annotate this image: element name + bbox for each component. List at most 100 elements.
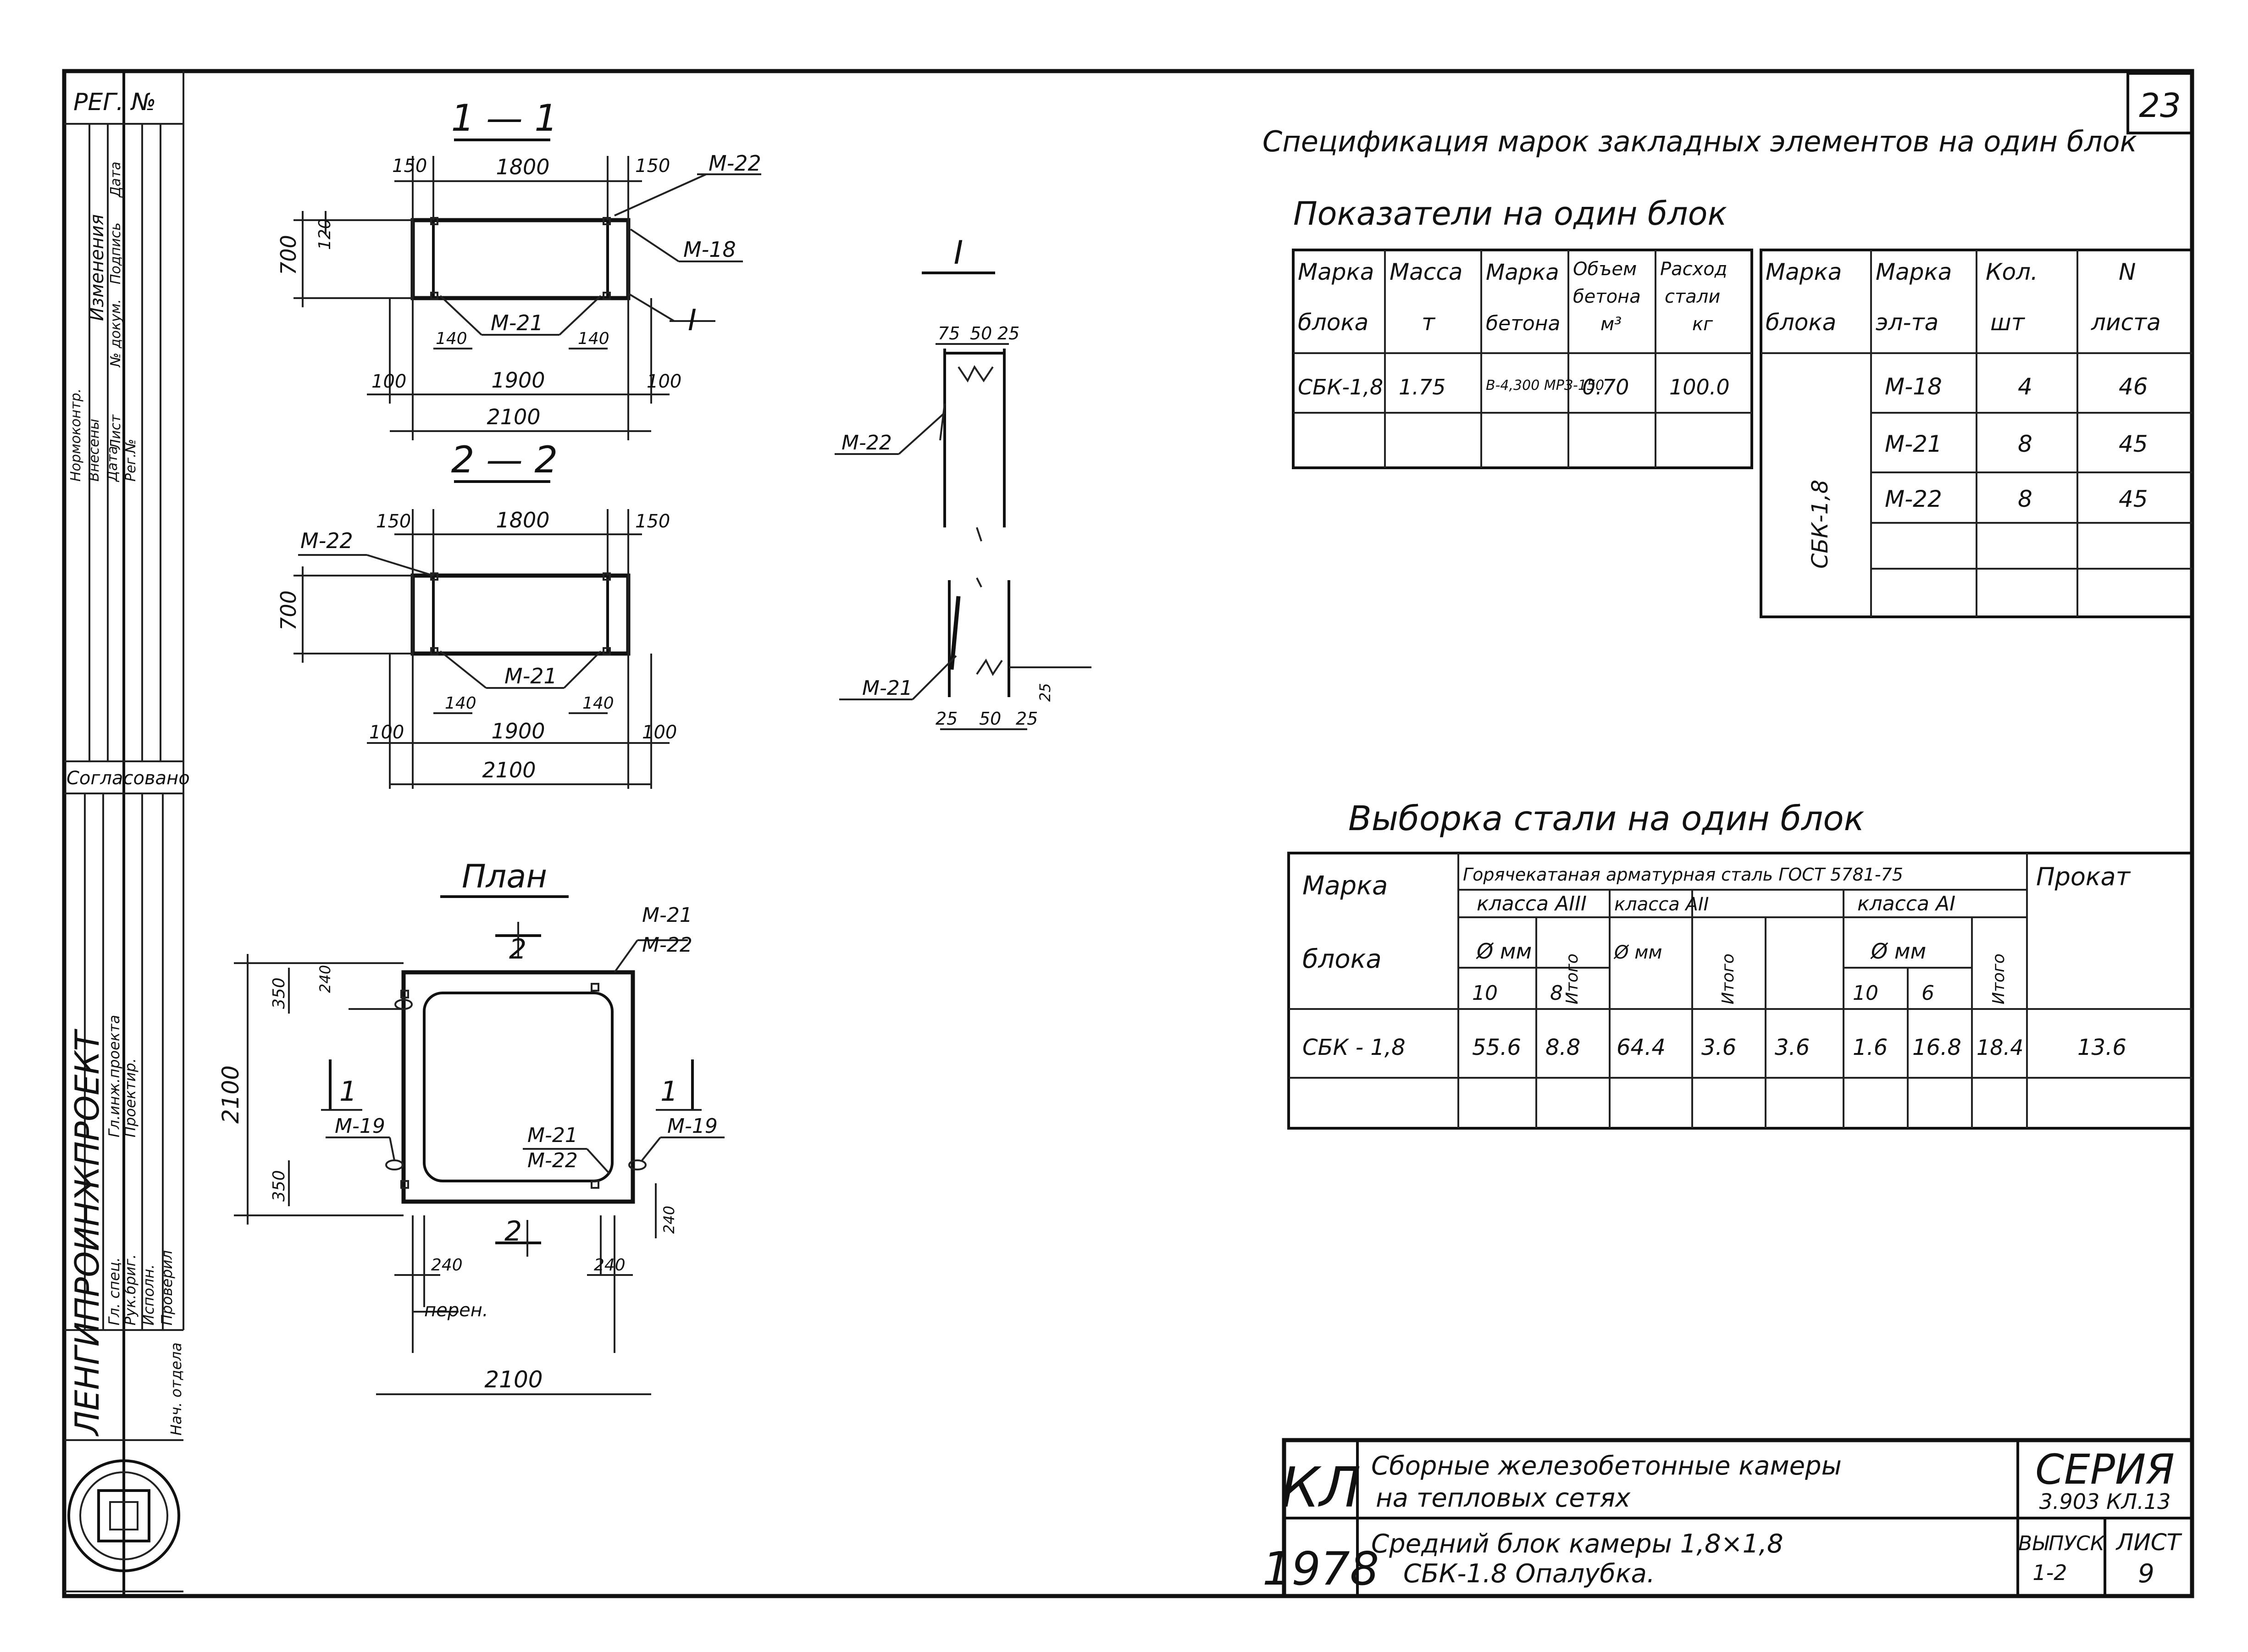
spec-head-2a: Марка <box>1876 259 1952 285</box>
plan-label-m19-right: М-19 <box>667 1114 718 1138</box>
ind-head-3a: Марка <box>1486 260 1559 285</box>
title-year: 1978 <box>1262 1542 1379 1596</box>
steel-head-class3: класса АIII <box>1477 892 1587 915</box>
s11-dim-top-offset: 120 <box>316 218 334 250</box>
sheet-label: ЛИСТ <box>2115 1529 2182 1556</box>
node-dim-side: 25 <box>1036 683 1054 702</box>
left-strip: РЕГ. № Изменения Лист № докум. Подпись Д… <box>64 71 190 1596</box>
plan-dim-top-left: 350 <box>270 977 288 1009</box>
ind-cell-volume: 0.70 <box>1582 375 1629 399</box>
signature-7: Нач. отдела <box>167 1342 185 1436</box>
title-line-3: Средний блок камеры 1,8×1,8 <box>1371 1529 1783 1559</box>
plan-label-m22-top: М-22 <box>642 933 692 957</box>
spec-head-1b: блока <box>1766 309 1836 336</box>
changes-sub-3: Подпись <box>108 222 124 284</box>
node-dim-top-3: 25 <box>997 323 1019 344</box>
ind-head-4b: бетона <box>1573 286 1641 307</box>
section-1-1: 1 — 1 700 120 150 1800 150 М-22 М-18 М-2… <box>276 97 761 440</box>
spec-head-3a: Кол. <box>1986 259 2038 285</box>
series-label: СЕРИЯ <box>2035 1446 2175 1494</box>
steel-cell-4: 3.6 <box>1701 1035 1736 1060</box>
steel-cell-6: 1.6 <box>1853 1035 1888 1060</box>
ind-cell-concrete: В-4,300 МРЗ-150 <box>1486 377 1604 394</box>
s11-dim-span: 1800 <box>496 155 549 179</box>
ind-cell-mass: 1.75 <box>1399 375 1445 399</box>
changes-label: Изменения <box>87 214 108 321</box>
section-2-2: 2 — 2 150 1800 150 700 М-22 М-21 140 140 <box>276 438 677 789</box>
title-line-4: СБК-1.8 Опалубка. <box>1403 1559 1655 1589</box>
spec-head-4a: N <box>2119 259 2136 285</box>
spec-head-1a: Марка <box>1766 259 1842 285</box>
plan-mark-left: 1 <box>339 1075 357 1108</box>
s11-dim-bottom-right: 100 <box>647 371 681 392</box>
issue-label: ВЫПУСК <box>2018 1532 2105 1555</box>
sheet-frame <box>62 69 2194 1598</box>
steel-cell-5: 3.6 <box>1775 1035 1810 1060</box>
node-I-title: I <box>954 234 963 272</box>
spec-r1-sheet: 46 <box>2119 373 2148 400</box>
plan-dim-side: 2100 <box>217 1065 244 1124</box>
ind-cell-steel: 100.0 <box>1669 375 1730 399</box>
spec-r3-sheet: 45 <box>2119 486 2148 512</box>
steel-table: Выборка стали на один блок Марка блока Г… <box>1287 799 2193 1130</box>
sheet-number: 23 <box>2139 86 2181 125</box>
title-block: КЛ 1978 Сборные железобетонные камеры на… <box>1262 1438 2194 1598</box>
spec-r1-element: М-18 <box>1885 373 1942 400</box>
steel-cell-3: 64.4 <box>1617 1035 1666 1060</box>
s22-dim-inset-right: 140 <box>582 694 614 713</box>
agreed-label: Согласовано <box>66 768 190 789</box>
ind-head-1a: Марка <box>1298 259 1374 285</box>
plan-label-m22-mid: М-22 <box>527 1149 578 1172</box>
spec-r2-qty: 8 <box>2018 431 2032 457</box>
title-line-1: Сборные железобетонные камеры <box>1371 1451 1842 1481</box>
s11-dim-right-margin: 150 <box>635 155 670 177</box>
institute-logo <box>67 1459 180 1572</box>
plan-dim-note: перен. <box>424 1300 488 1321</box>
plan-mark-right: 1 <box>660 1075 678 1108</box>
plan-dim-top-left-small: 240 <box>316 965 334 993</box>
sheet-value: 9 <box>2138 1559 2154 1589</box>
steel-head-mark-b: блока <box>1302 944 1382 974</box>
spec-r3-element: М-22 <box>1885 486 1942 512</box>
signature-4: Проектир. <box>122 1058 139 1137</box>
node-label-m22: М-22 <box>842 431 892 455</box>
plan-dim-lower-right: 240 <box>594 1256 626 1275</box>
plan-label-m21-mid: М-21 <box>527 1124 578 1147</box>
plan-mark-top: 2 <box>509 933 526 965</box>
s11-node-marker: I <box>688 304 697 338</box>
steel-title: Выборка стали на один блок <box>1348 799 1865 838</box>
spec-block: СБК-1,8 <box>1807 480 1833 569</box>
s22-dim-bottom-left: 100 <box>369 722 404 743</box>
plan-title: План <box>462 858 547 895</box>
ind-head-2a: Масса <box>1390 259 1462 285</box>
steel-cell-1: 55.6 <box>1472 1035 1521 1060</box>
s11-dim-height: 700 <box>276 235 301 275</box>
s22-label-m21: М-21 <box>504 664 557 688</box>
inserted-label-1: Нормоконтр. <box>68 388 84 482</box>
title-line-2: на тепловых сетях <box>1376 1483 1631 1513</box>
sheet-number-box <box>2126 72 2193 134</box>
steel-head-diam3: Ø мм <box>1476 939 1532 964</box>
steel-head-total2: Итого <box>1719 954 1738 1004</box>
node-dim-top-1: 75 <box>938 323 960 344</box>
changes-sub-4: Дата <box>108 161 124 198</box>
steel-head-diam2: Ø мм <box>1613 942 1662 963</box>
steel-head-d1-2: 6 <box>1921 981 1934 1005</box>
spec-r2-element: М-21 <box>1885 431 1942 457</box>
steel-head-group: Горячекатаная арматурная сталь ГОСТ 5781… <box>1463 865 1903 885</box>
s11-dim-inset-left: 140 <box>436 329 467 348</box>
issue-value: 1-2 <box>2032 1560 2067 1585</box>
steel-head-rolled: Прокат <box>2036 862 2131 891</box>
plan-dim-bottom-right: 240 <box>660 1206 678 1234</box>
steel-head-mark-a: Марка <box>1302 871 1388 901</box>
plan-view: План 2 2 1 1 М-21 М-22 М-19 М-19 М-21 <box>217 858 725 1395</box>
plan-dim-bottom-left: 350 <box>270 1170 288 1202</box>
spec-head-2b: эл-та <box>1876 309 1938 336</box>
ind-head-4c: м³ <box>1600 314 1622 335</box>
spec-title-1: Спецификация марок закладных элементов н… <box>1262 125 2137 158</box>
s22-dim-inset-left: 140 <box>445 694 476 713</box>
steel-head-d3-1: 10 <box>1472 981 1498 1005</box>
ind-head-1b: блока <box>1298 309 1368 336</box>
s11-label-m21: М-21 <box>491 310 543 335</box>
node-label-m21: М-21 <box>862 676 913 700</box>
